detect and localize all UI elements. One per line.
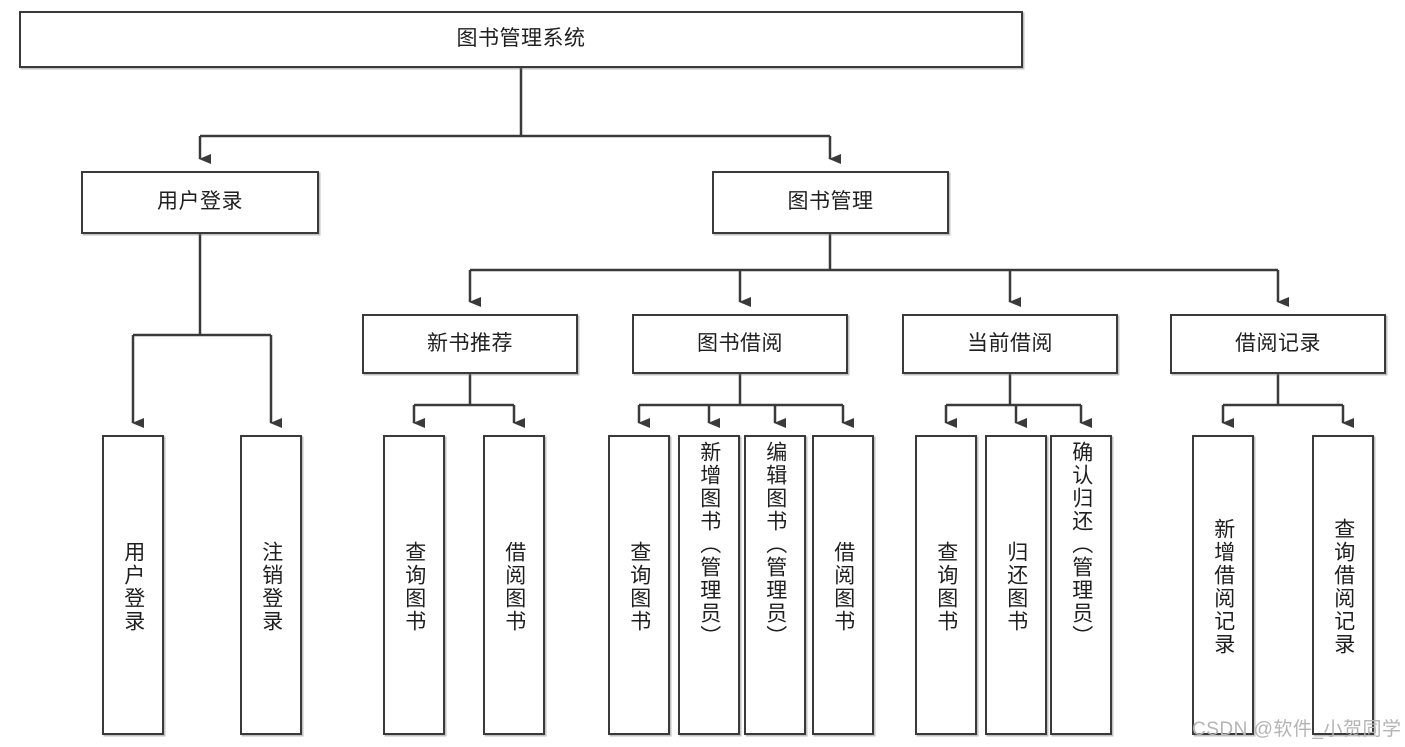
leaf-query-book-borrow[interactable]: 查询图书 [608,435,670,735]
node-book-management[interactable]: 图书管理 [712,171,949,234]
leaf-query-book-current-label: 查询图书 [934,541,958,633]
node-new-book-recommend-label: 新书推荐 [427,331,513,355]
node-user-login-label: 用户登录 [157,190,243,214]
leaf-confirm-return-admin[interactable]: 确认归还（管理员） [1050,435,1112,735]
leaf-query-book-recommend-label: 查询图书 [402,541,426,633]
leaf-edit-book-admin[interactable]: 编辑图书（管理员） [744,435,806,735]
node-current-borrow[interactable]: 当前借阅 [902,314,1118,374]
leaf-borrow-book-label: 借阅图书 [831,541,855,633]
csdn-watermark: CSDN @软件_小贺同学 [1192,719,1402,740]
leaf-logout[interactable]: 注销登录 [240,435,302,735]
node-borrow-record-label: 借阅记录 [1235,331,1321,355]
leaf-query-borrow-record-label: 查询借阅记录 [1331,518,1355,656]
node-user-login[interactable]: 用户登录 [81,171,319,234]
leaf-user-login[interactable]: 用户登录 [102,435,164,735]
leaf-query-book-current[interactable]: 查询图书 [915,435,977,735]
leaf-query-book-borrow-label: 查询图书 [627,541,651,633]
node-root[interactable]: 图书管理系统 [19,11,1023,68]
node-root-label: 图书管理系统 [456,27,586,51]
node-current-borrow-label: 当前借阅 [967,331,1053,355]
leaf-add-borrow-record[interactable]: 新增借阅记录 [1192,435,1254,735]
node-book-borrow[interactable]: 图书借阅 [632,314,848,374]
leaf-add-book-admin-label: 新增图书（管理员） [697,441,721,648]
leaf-query-book-recommend[interactable]: 查询图书 [383,435,445,735]
leaf-edit-book-admin-label: 编辑图书（管理员） [763,441,787,648]
leaf-query-borrow-record[interactable]: 查询借阅记录 [1312,435,1374,735]
leaf-return-book[interactable]: 归还图书 [985,435,1047,735]
leaf-borrow-book-recommend[interactable]: 借阅图书 [483,435,545,735]
leaf-logout-label: 注销登录 [259,541,283,633]
node-book-management-label: 图书管理 [787,190,874,214]
leaf-return-book-label: 归还图书 [1004,541,1028,633]
leaf-confirm-return-admin-label: 确认归还（管理员） [1069,441,1093,648]
leaf-borrow-book-recommend-label: 借阅图书 [502,541,526,633]
leaf-borrow-book[interactable]: 借阅图书 [812,435,874,735]
leaf-user-login-label: 用户登录 [121,541,145,633]
leaf-add-borrow-record-label: 新增借阅记录 [1211,518,1235,656]
leaf-add-book-admin[interactable]: 新增图书（管理员） [678,435,740,735]
node-borrow-record[interactable]: 借阅记录 [1170,314,1386,374]
node-book-borrow-label: 图书借阅 [697,331,783,355]
node-new-book-recommend[interactable]: 新书推荐 [362,314,578,374]
